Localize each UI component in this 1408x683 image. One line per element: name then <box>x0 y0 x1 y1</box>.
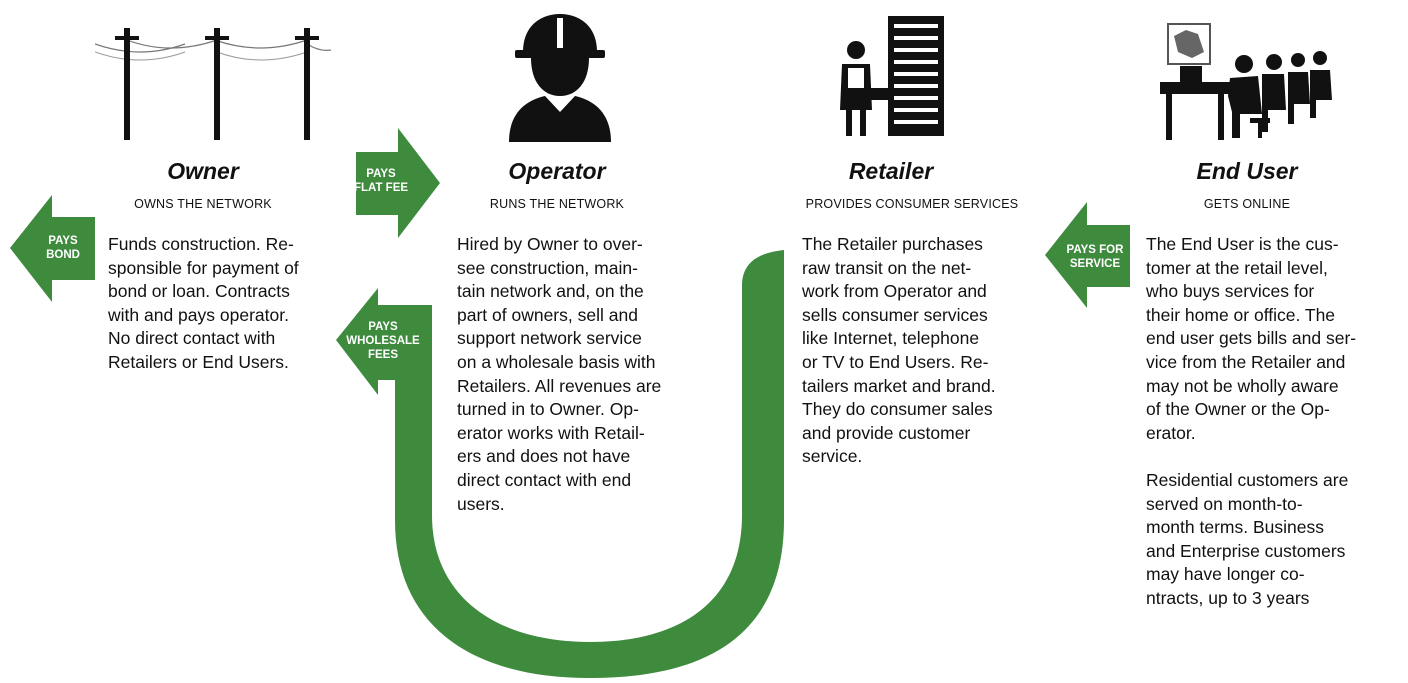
wholesale-fees-u-arrow <box>395 250 784 678</box>
end-user-description: The End User is the cus- tomer at the re… <box>1146 234 1357 608</box>
pays-bond-arrow <box>10 195 95 302</box>
owner-description: Funds construction. Re- sponsible for pa… <box>108 234 299 372</box>
operator-title: Operator <box>508 158 606 184</box>
owner-subtitle: OWNS THE NETWORK <box>134 197 272 211</box>
retailer-title: Retailer <box>848 158 934 184</box>
hard-hat-worker-icon <box>509 14 611 142</box>
operator-subtitle: RUNS THE NETWORK <box>489 197 625 211</box>
pays-for-service-label: PAYS FOR SERVICE <box>1066 244 1124 270</box>
end-user-subtitle: GETS ONLINE <box>1203 197 1291 211</box>
computer-users-icon <box>1160 23 1332 140</box>
retailer-subtitle: PROVIDES CONSUMER SERVICES <box>805 197 1019 211</box>
owner-title: Owner <box>167 158 239 184</box>
pays-bond-label: PAYS BOND <box>46 235 80 261</box>
retailer-description: The Retailer purchases raw transit on th… <box>802 234 996 467</box>
pays-wholesale-fees-label: PAYS WHOLESALE FEES <box>346 321 420 361</box>
operator-description: Hired by Owner to over- see construction… <box>457 234 662 514</box>
pays-flat-fee-arrow <box>356 128 440 238</box>
pays-for-service-arrow <box>1045 202 1130 308</box>
server-technician-icon <box>840 16 944 136</box>
end-user-title: End User <box>1196 158 1298 184</box>
utility-poles-icon <box>95 28 332 140</box>
pays-flat-fee-label: PAYS FLAT FEE <box>353 168 409 194</box>
wholesale-fees-arrowhead <box>336 288 432 395</box>
